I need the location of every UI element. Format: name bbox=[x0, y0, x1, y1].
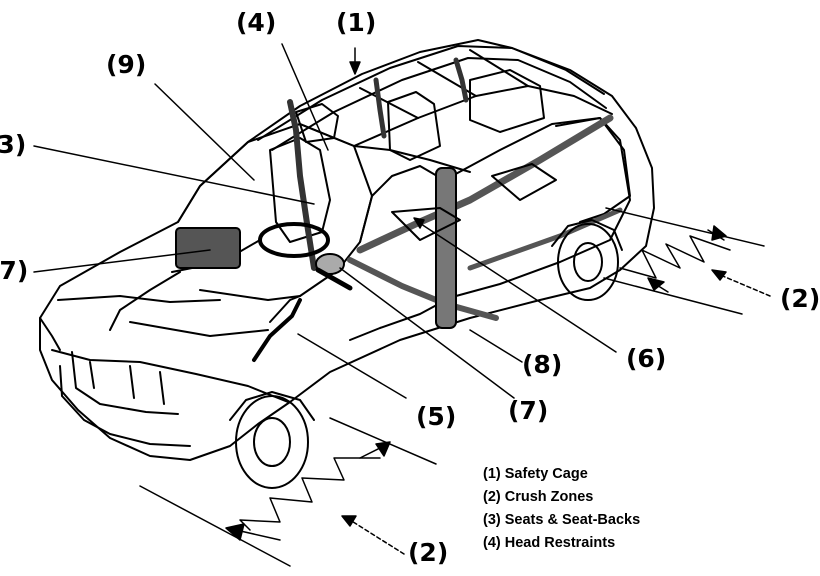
callout-7-center: (7) bbox=[508, 396, 549, 425]
b-pillar-belt bbox=[436, 168, 456, 328]
pedal-box bbox=[270, 296, 300, 322]
front-hub bbox=[254, 418, 290, 466]
legend-item-head-restraints: (4) Head Restraints bbox=[483, 535, 616, 551]
seat-cushion bbox=[392, 208, 460, 240]
seatbelt-rear bbox=[456, 60, 466, 100]
callout-8: (8) bbox=[522, 350, 563, 379]
front-dashed-pointer bbox=[350, 520, 404, 554]
leader-5 bbox=[298, 334, 406, 398]
hood-front bbox=[40, 318, 60, 350]
callout-2-front: (2) bbox=[408, 538, 449, 567]
callout-7-left: (7) bbox=[0, 256, 29, 285]
pedal bbox=[254, 300, 300, 360]
rear-dashed-arrowhead bbox=[712, 270, 726, 280]
minivan-cutaway bbox=[34, 40, 770, 566]
front-arrowhead-bottom bbox=[226, 524, 244, 540]
callout-9: (9) bbox=[106, 50, 147, 79]
leader-6-arrow bbox=[414, 218, 424, 228]
floor-rail bbox=[130, 322, 268, 336]
seatbelt-front bbox=[290, 102, 314, 268]
rear-cushion bbox=[492, 164, 556, 200]
callout-1: (1) bbox=[336, 8, 377, 37]
rear-crush-zone-indicator bbox=[604, 208, 770, 314]
grille bbox=[72, 352, 178, 414]
callout-4: (4) bbox=[236, 8, 277, 37]
rear-arrowhead-bottom bbox=[648, 278, 664, 290]
floor-line bbox=[110, 272, 180, 330]
head-restraint bbox=[296, 104, 338, 142]
b-pillar-top bbox=[354, 146, 470, 172]
rear-wheel bbox=[558, 224, 618, 300]
leader-lines bbox=[34, 44, 616, 398]
front-crush-zone-indicator bbox=[140, 418, 436, 566]
leader-7a bbox=[34, 250, 210, 272]
legend-item-crush-zones: (2) Crush Zones bbox=[483, 489, 594, 505]
front-frame bbox=[52, 350, 288, 402]
rear-seat bbox=[470, 70, 544, 132]
rear-window bbox=[556, 118, 630, 222]
front-door bbox=[350, 166, 446, 340]
rear-dashed-pointer bbox=[718, 274, 770, 296]
rear-zone-line-top bbox=[606, 208, 764, 246]
legend-item-safety-cage: (1) Safety Cage bbox=[483, 466, 588, 482]
side-impact-beam-front bbox=[350, 260, 496, 318]
callout-2-rear: (2) bbox=[780, 284, 820, 313]
body-outline bbox=[40, 40, 654, 460]
leader-6 bbox=[418, 222, 616, 352]
side-impact-beam-rear bbox=[360, 118, 610, 250]
seatbelt-middle bbox=[376, 80, 384, 136]
front-dashed-arrowhead bbox=[342, 516, 356, 526]
rear-arrowhead-top bbox=[712, 226, 726, 240]
rear-wheel-arch bbox=[552, 220, 622, 250]
sliding-door bbox=[452, 118, 630, 296]
roof-bow-3 bbox=[418, 62, 476, 96]
roof-bow-4 bbox=[470, 50, 528, 86]
sill-beam bbox=[470, 210, 620, 268]
rear-hub bbox=[574, 243, 602, 281]
grille-bar-3 bbox=[160, 372, 164, 404]
leader-9 bbox=[155, 84, 254, 180]
front-arrowhead-top bbox=[376, 442, 390, 456]
bumper bbox=[60, 366, 190, 446]
grille-bar-1 bbox=[90, 362, 94, 388]
front-zone-line-bottom bbox=[140, 486, 290, 566]
middle-seat bbox=[388, 92, 440, 160]
leader-3 bbox=[34, 146, 314, 204]
grille-bar-2 bbox=[130, 366, 134, 398]
roof-side-rail bbox=[354, 86, 612, 146]
hood-line bbox=[58, 296, 220, 302]
callout-6: (6) bbox=[626, 344, 667, 373]
front-arrow-bottom bbox=[236, 530, 280, 540]
callout-3: (3) bbox=[0, 130, 27, 159]
legend-item-seats: (3) Seats & Seat-Backs bbox=[483, 512, 641, 528]
roof-cage bbox=[258, 46, 604, 140]
front-zigzag bbox=[240, 458, 380, 530]
leader-8 bbox=[470, 330, 522, 362]
leader-4 bbox=[282, 44, 328, 150]
floor-beam bbox=[200, 290, 300, 300]
callout-5: (5) bbox=[416, 402, 457, 431]
rear-zigzag bbox=[620, 236, 730, 278]
legend: (1) Safety Cage (2) Crush Zones (3) Seat… bbox=[483, 463, 640, 555]
front-wheel-arch bbox=[230, 392, 314, 420]
rear-zone-line-bottom bbox=[604, 278, 742, 314]
leader-7b bbox=[340, 268, 514, 398]
leader-1-arrow bbox=[350, 62, 360, 74]
front-zone-line-top bbox=[330, 418, 436, 464]
front-wheel bbox=[236, 396, 308, 488]
steering-column bbox=[318, 270, 350, 288]
passenger-airbag bbox=[176, 228, 240, 268]
